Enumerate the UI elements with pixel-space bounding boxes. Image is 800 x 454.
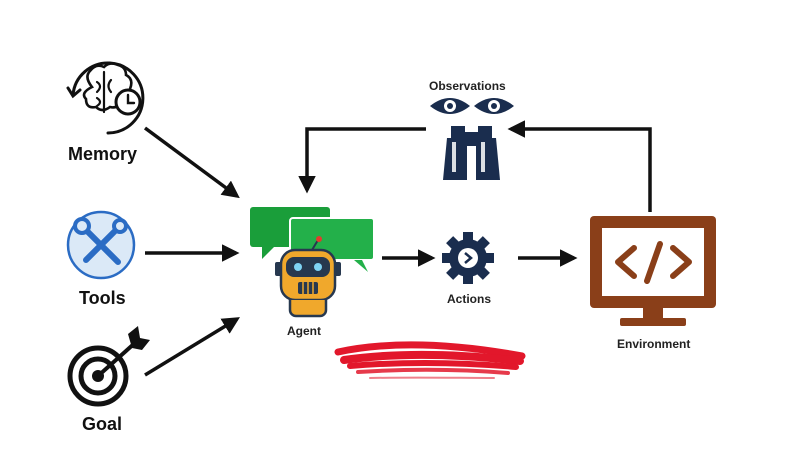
flow-arrows — [143, 120, 652, 377]
arrow-environment-to-observations — [507, 120, 652, 212]
arrow-goal-to-agent — [144, 317, 240, 377]
arrow-observations-to-agent — [298, 127, 426, 194]
goal-label: Goal — [82, 414, 123, 434]
tools-label: Tools — [79, 288, 126, 308]
eyes-binoculars-icon — [430, 98, 514, 180]
robot-chat-icon — [250, 207, 375, 318]
red-scribble-mark — [334, 341, 526, 379]
observations-label: Observations — [429, 79, 506, 93]
actions-label: Actions — [447, 292, 492, 306]
memory-label: Memory — [68, 144, 138, 164]
code-monitor-icon — [590, 216, 716, 326]
environment-label: Environment — [617, 337, 691, 351]
target-arrow-icon — [67, 326, 150, 407]
brain-clock-icon — [66, 61, 145, 135]
wrench-screwdriver-icon — [66, 210, 136, 280]
gear-play-icon — [442, 232, 494, 284]
arrow-memory-to-agent — [143, 126, 240, 199]
agent-label: Agent — [287, 324, 321, 338]
